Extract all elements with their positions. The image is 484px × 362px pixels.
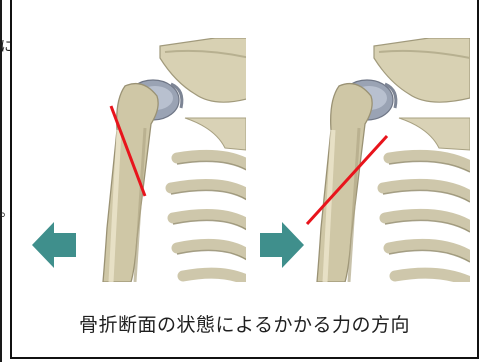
shoulder-illustration-left <box>65 38 246 282</box>
shoulder-panel-right <box>289 38 470 282</box>
figure-frame: 骨折断面の状態によるかかる力の方向 <box>10 0 479 359</box>
arrow-right-icon <box>260 222 304 268</box>
figure-caption: 骨折断面の状態によるかかる力の方向 <box>12 310 477 337</box>
shoulder-panel-left <box>65 38 246 282</box>
arrow-left-icon <box>32 222 76 268</box>
shoulder-illustration-right <box>289 38 470 282</box>
